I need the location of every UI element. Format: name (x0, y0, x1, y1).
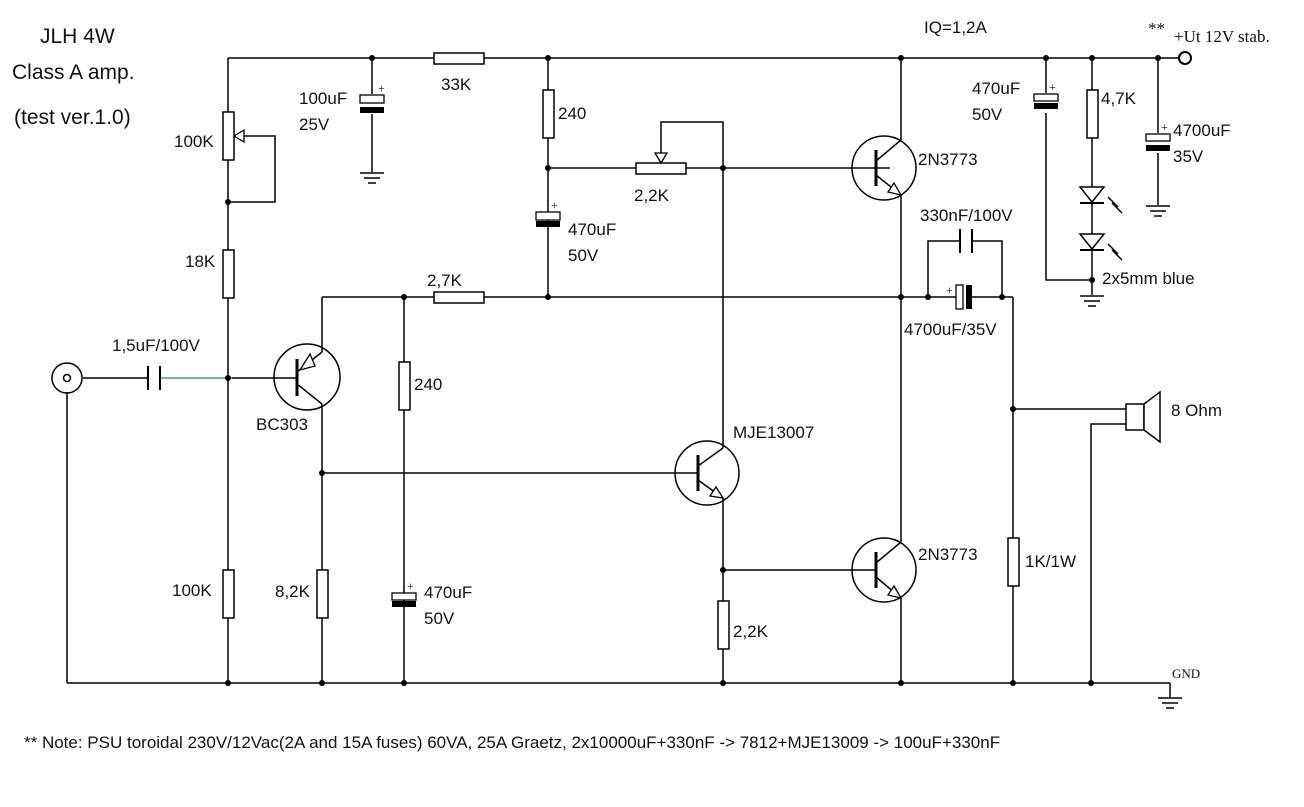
resistor-1k (1007, 537, 1020, 587)
svg-text:+: + (551, 198, 558, 212)
transistor-mje13007 (674, 440, 740, 506)
label-speaker: 8 Ohm (1171, 401, 1222, 420)
label-c-4700uf-psu-value: 4700uF (1173, 121, 1231, 140)
resistor-33k (433, 52, 485, 65)
resistor-4k7 (1086, 89, 1099, 139)
label-iq: IQ=1,2A (924, 18, 988, 37)
capacitor-470uf-low: + (391, 579, 417, 607)
label-r-2k7: 2,7K (427, 271, 463, 290)
svg-text:+: + (946, 283, 953, 297)
junction-dots (225, 55, 1161, 686)
label-c-470uf-psu-voltage: 50V (972, 105, 1003, 124)
capacitor-100uf: + (359, 81, 385, 113)
label-c-470uf-psu-value: 470uF (972, 79, 1020, 98)
label-c-100uf-voltage: 25V (299, 115, 330, 134)
ground-icon-main (1158, 697, 1182, 709)
svg-text:+: + (1049, 80, 1056, 94)
label-r-8k2: 8,2K (275, 582, 311, 601)
resistor-240-top (542, 89, 555, 139)
label-c-470uf-mid-value: 470uF (568, 220, 616, 239)
label-r-240-top: 240 (558, 104, 586, 123)
resistor-240-mid (398, 361, 411, 411)
resistor-2k7 (433, 291, 485, 304)
title-line-1: JLH 4W (40, 25, 115, 48)
transistor-bc303 (273, 343, 341, 411)
label-c-470uf-mid-voltage: 50V (568, 246, 599, 265)
label-r-1k: 1K/1W (1025, 552, 1076, 571)
label-c-100uf-value: 100uF (299, 89, 347, 108)
capacitor-470uf-psu: + (1033, 80, 1059, 109)
label-c-4700uf-out: 4700uF/35V (904, 320, 997, 339)
led-lower (1078, 233, 1123, 261)
transistor-2n3773-top (851, 135, 917, 201)
label-r-100k-bottom: 100K (172, 581, 212, 600)
title-line-2: Class A amp. (12, 61, 135, 84)
label-r-4k7: 4,7K (1101, 89, 1137, 108)
ground-icon-leds (1080, 295, 1104, 307)
resistor-18k (222, 249, 235, 299)
label-r-2k2-bottom: 2,2K (733, 622, 769, 641)
capacitor-330nf (959, 229, 973, 253)
label-c-470uf-low-voltage: 50V (424, 609, 455, 628)
svg-text:+: + (1161, 120, 1168, 134)
label-c-470uf-low-value: 470uF (424, 583, 472, 602)
label-pot-2k2: 2,2K (634, 186, 670, 205)
label-q-bc303: BC303 (256, 415, 308, 434)
capacitor-4700uf-out: + (946, 283, 972, 310)
labels: 100K 18K 100K 1,5uF/100V BC303 100uF 25V… (24, 18, 1270, 752)
supply-terminal (1178, 51, 1192, 65)
potentiometer-2k2 (635, 152, 687, 175)
svg-text:+: + (378, 81, 385, 95)
resistor-2k2-bottom (717, 600, 730, 650)
label-pot-100k: 100K (174, 132, 214, 151)
title-line-3: (test ver.1.0) (14, 106, 131, 129)
label-r-33k: 33K (441, 75, 472, 94)
label-gnd: GND (1172, 666, 1200, 681)
label-c-4700uf-psu-voltage: 35V (1173, 147, 1204, 166)
note-text: ** Note: PSU toroidal 230V/12Vac(2A and … (24, 733, 1000, 752)
resistor-100k-bottom (222, 569, 235, 619)
label-q-2n3773-top: 2N3773 (918, 150, 978, 169)
resistor-100k-pot (222, 111, 245, 161)
input-jack (51, 362, 83, 394)
transistor-2n3773-bottom (851, 537, 917, 603)
capacitor-input (147, 366, 161, 390)
label-r-240-mid: 240 (414, 375, 442, 394)
label-leds: 2x5mm blue (1102, 269, 1195, 288)
led-upper (1078, 186, 1123, 214)
capacitor-470uf-mid: + (535, 198, 561, 227)
ground-icon-psu (1146, 205, 1170, 217)
label-supply-stars: ** (1148, 19, 1165, 38)
label-supply-voltage: +Ut 12V stab. (1174, 27, 1270, 46)
capacitor-4700uf-psu: + (1145, 120, 1171, 151)
ground-icon-100uf (360, 172, 384, 184)
resistor-8k2 (316, 569, 329, 619)
speaker-icon (1125, 390, 1161, 444)
label-c-330nf: 330nF/100V (920, 206, 1013, 225)
label-q-mje13007: MJE13007 (733, 423, 814, 442)
label-q-2n3773-bottom: 2N3773 (918, 545, 978, 564)
svg-text:+: + (407, 579, 414, 593)
label-c-input: 1,5uF/100V (112, 336, 201, 355)
label-r-18k: 18K (185, 252, 216, 271)
